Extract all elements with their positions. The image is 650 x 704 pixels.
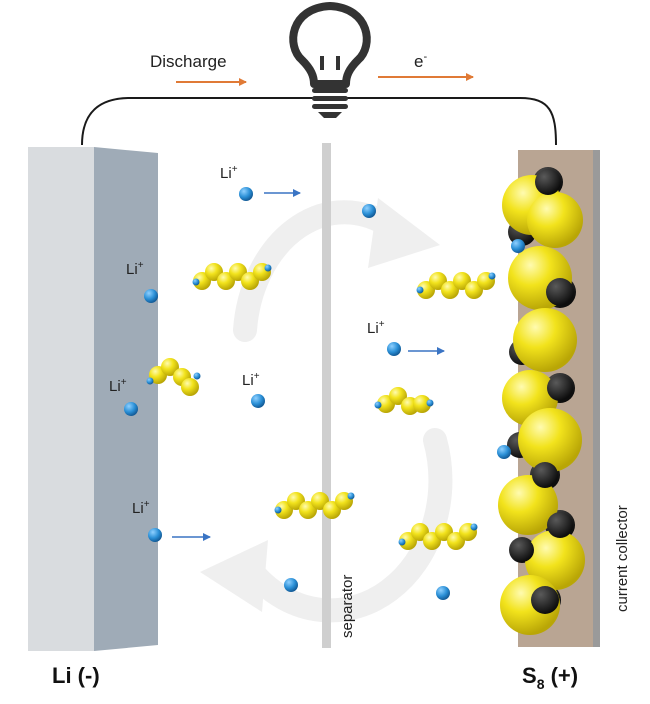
li-ion-label: Li+ <box>126 260 144 278</box>
anode-front-face <box>28 147 94 651</box>
lithium-ion <box>284 578 298 592</box>
li-ion-label: Li+ <box>242 371 260 389</box>
li-ion-label: Li+ <box>220 164 238 182</box>
lithium-ion <box>148 528 162 542</box>
anode-side-face <box>94 147 158 651</box>
cycle-arrow-top-head <box>368 198 440 268</box>
carbon-particle <box>510 538 534 562</box>
sulfur-particle <box>525 530 585 590</box>
lithium-ion <box>362 204 376 218</box>
anode-label: Li (-) <box>52 663 100 688</box>
polysulfide-chain <box>416 272 496 299</box>
lithium-ion <box>387 342 401 356</box>
cycle-arrow-bottom <box>243 428 453 623</box>
separator-membrane <box>322 143 331 648</box>
lithium-anode <box>28 147 158 651</box>
sulfur-particle <box>498 475 558 535</box>
lithium-ion <box>124 402 138 416</box>
polysulfide-chain <box>374 387 434 415</box>
light-bulb-icon <box>289 2 371 118</box>
separator-label: separator <box>339 575 356 638</box>
polysulfide-chain <box>192 263 272 290</box>
polysulfide-chain <box>274 492 355 519</box>
li-ion-label: Li+ <box>132 499 150 517</box>
lithium-ion <box>497 445 511 459</box>
li-ion-label: Li+ <box>109 377 127 395</box>
carbon-particle <box>535 169 561 195</box>
polysulfide-chain <box>398 523 478 550</box>
external-circuit-wire <box>81 97 557 146</box>
li-ion-label: Li+ <box>367 319 385 337</box>
polysulfide-chain <box>146 358 201 396</box>
lithium-ion <box>239 187 253 201</box>
cycle-arrow-bottom-head <box>200 540 268 612</box>
carbon-particle <box>547 512 573 538</box>
collector-edge <box>593 150 600 647</box>
cathode-label: S8 (+) <box>522 663 578 692</box>
sulfur-particle <box>527 192 583 248</box>
current-collector-label: current collector <box>614 505 631 612</box>
lithium-ion <box>251 394 265 408</box>
sulfur-particle <box>513 308 577 372</box>
lithium-ion <box>511 239 525 253</box>
sulfur-carbon-cathode <box>497 167 585 635</box>
carbon-particle <box>532 462 558 488</box>
carbon-particle <box>547 375 573 401</box>
discharge-label: Discharge <box>150 52 227 71</box>
electron-label: e- <box>414 51 427 71</box>
sulfur-particle <box>518 408 582 472</box>
lithium-ion <box>144 289 158 303</box>
carbon-particle <box>546 278 574 306</box>
lithium-ion <box>436 586 450 600</box>
carbon-particle <box>531 586 559 614</box>
